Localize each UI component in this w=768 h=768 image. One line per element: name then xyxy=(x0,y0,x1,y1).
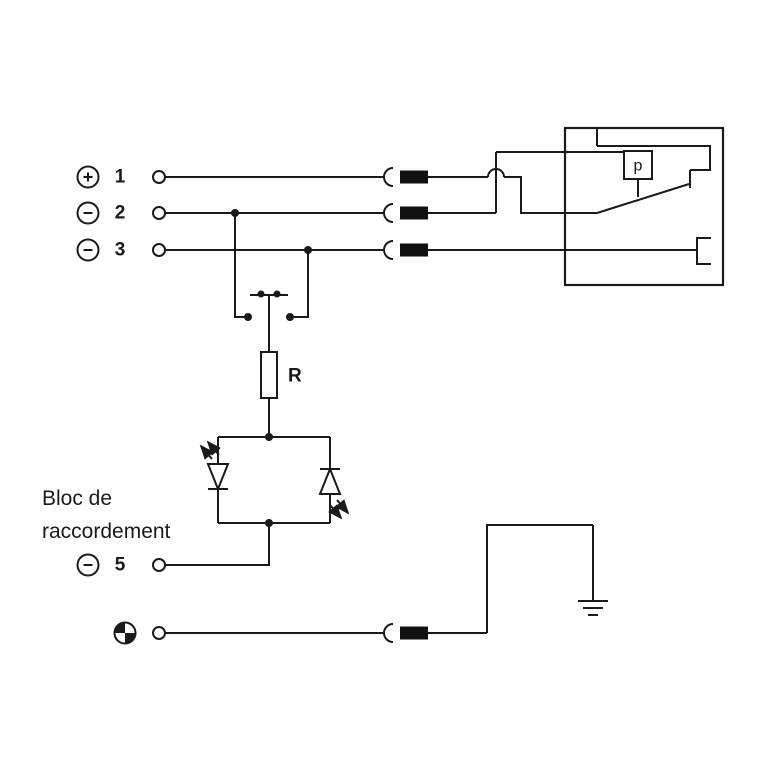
plus-icon xyxy=(83,172,93,182)
pin-icon xyxy=(400,626,428,640)
pressure-element xyxy=(623,150,653,180)
lower-contact-bracket-icon xyxy=(696,237,711,265)
terminal-3-negative: 3 xyxy=(76,238,166,262)
wire-2 xyxy=(165,151,624,223)
wire-start-circle xyxy=(152,206,166,220)
pin-icon xyxy=(400,243,428,257)
terminal-block-label: Bloc de raccordement xyxy=(42,487,171,543)
resistor-body xyxy=(260,351,278,399)
fixed-contact-dot xyxy=(244,313,252,321)
earth-wire xyxy=(165,524,608,643)
block-label-line1: Bloc de xyxy=(42,487,112,510)
led-block xyxy=(165,433,350,566)
terminal-label-3: 3 xyxy=(115,240,126,261)
socket-arc-icon xyxy=(383,240,394,260)
pressure-element-label: p xyxy=(634,158,643,175)
emission-arrow-icon xyxy=(206,440,221,456)
earth-ground-icon xyxy=(578,600,608,616)
pin-icon xyxy=(400,170,428,184)
switch-arm xyxy=(596,183,690,214)
resistor-label: R xyxy=(288,366,302,387)
socket-arc-icon xyxy=(383,203,394,223)
block-label-line2: raccordement xyxy=(42,520,171,543)
wire-start-circle xyxy=(152,170,166,184)
wire-start-circle xyxy=(152,243,166,257)
terminal-label-2: 2 xyxy=(115,203,126,224)
emission-arrow-icon xyxy=(199,444,214,460)
diode-triangle-icon xyxy=(206,463,230,492)
emission-arrow-icon xyxy=(328,504,343,520)
wire-start-circle xyxy=(152,626,166,640)
earth-terminal-quadrant xyxy=(114,622,125,633)
terminal-2-negative: 2 xyxy=(76,201,166,225)
socket-arc-icon xyxy=(383,167,394,187)
pin-icon xyxy=(400,206,428,220)
emission-arrow-icon xyxy=(335,499,350,515)
terminal-5-negative: 5 xyxy=(76,553,166,577)
wire-start-circle xyxy=(152,558,166,572)
led-right xyxy=(318,466,350,520)
bridge-contact-dot xyxy=(273,290,281,298)
pressure-switch-device: p xyxy=(563,126,725,287)
device-outline xyxy=(563,126,725,287)
bridge-contact-dot xyxy=(257,290,265,298)
led-left xyxy=(199,440,230,492)
socket-arc-icon xyxy=(383,623,394,643)
fixed-contact-dot xyxy=(286,313,294,321)
inner-contact-wiring xyxy=(596,128,711,171)
earth-terminal-quadrant xyxy=(125,633,136,644)
test-button xyxy=(231,209,312,352)
terminal-label-5: 5 xyxy=(115,555,126,576)
resistor: R xyxy=(260,351,302,437)
terminal-1-positive: 1 xyxy=(76,165,166,189)
wire-3 xyxy=(165,240,697,260)
terminal-label-1: 1 xyxy=(115,167,126,188)
diode-triangle-icon xyxy=(318,466,342,495)
wire-1 xyxy=(165,167,597,214)
